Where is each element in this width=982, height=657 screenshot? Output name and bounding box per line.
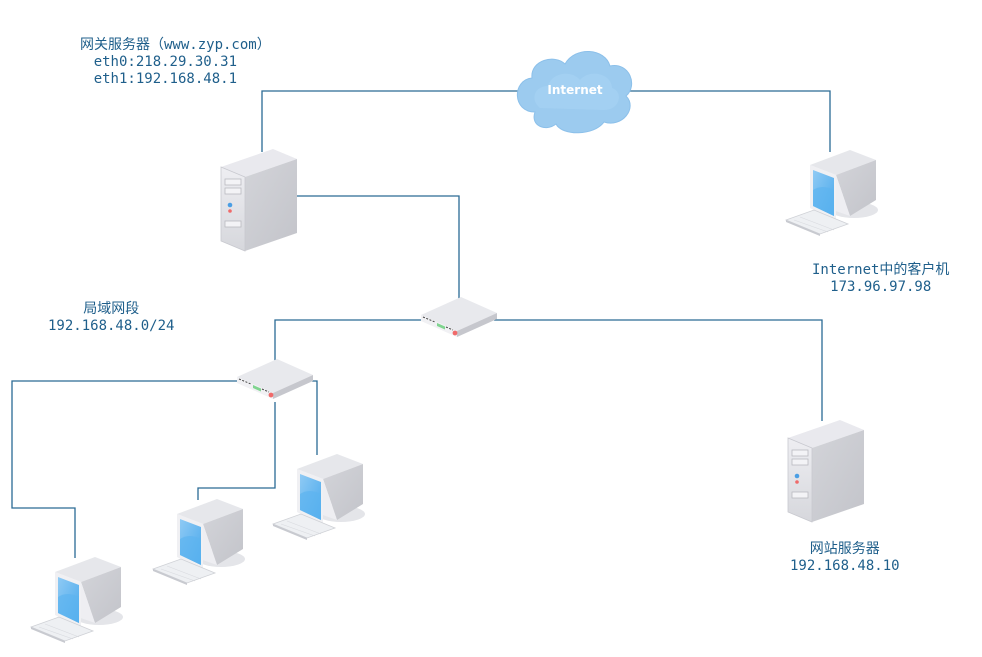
internet-client-ip: 173.96.97.98 bbox=[830, 279, 932, 295]
link-lan-switch-pc1 bbox=[11, 380, 240, 558]
connection-lines bbox=[11, 90, 831, 558]
gateway-eth0: eth0:218.29.30.31 bbox=[93, 54, 237, 70]
lan-pc-3-icon bbox=[272, 453, 366, 541]
lan-segment-label: 局域网段 192.168.48.0/24 bbox=[48, 301, 174, 335]
lan-pc-2-icon bbox=[152, 498, 246, 586]
web-server-ip: 192.168.48.10 bbox=[790, 558, 900, 574]
internet-client-title: Internet中的客户机 bbox=[812, 262, 950, 278]
internet-client-pc-icon bbox=[785, 149, 879, 237]
link-lan-switch-pc3 bbox=[312, 380, 318, 455]
gateway-eth1: eth1:192.168.48.1 bbox=[93, 71, 237, 87]
link-internet-client bbox=[630, 90, 831, 152]
internet-cloud: Internet bbox=[516, 51, 632, 134]
web-server-title: 网站服务器 bbox=[809, 541, 880, 557]
lan-pc-1-icon bbox=[30, 556, 124, 644]
web-server-label: 网站服务器 192.168.48.10 bbox=[790, 541, 900, 575]
link-core-switch-lan-switch bbox=[274, 319, 424, 362]
link-gateway-core-switch bbox=[296, 195, 460, 300]
internet-client-label: Internet中的客户机 173.96.97.98 bbox=[812, 262, 949, 296]
lan-switch-icon bbox=[236, 358, 314, 400]
link-lan-switch-pc2 bbox=[197, 402, 276, 500]
gateway-server-icon bbox=[220, 148, 298, 252]
gateway-label: 网关服务器（www.zyp.com） eth0:218.29.30.31 eth… bbox=[80, 37, 271, 88]
lan-segment-subnet: 192.168.48.0/24 bbox=[48, 318, 175, 334]
core-switch-icon bbox=[420, 296, 498, 338]
link-gateway-internet bbox=[261, 90, 522, 152]
cloud-label: Internet bbox=[547, 83, 602, 97]
lan-segment-title: 局域网段 bbox=[83, 301, 140, 317]
link-core-switch-web-server bbox=[494, 319, 823, 421]
gateway-title: 网关服务器（www.zyp.com） bbox=[80, 37, 271, 53]
web-server-icon bbox=[787, 419, 865, 523]
